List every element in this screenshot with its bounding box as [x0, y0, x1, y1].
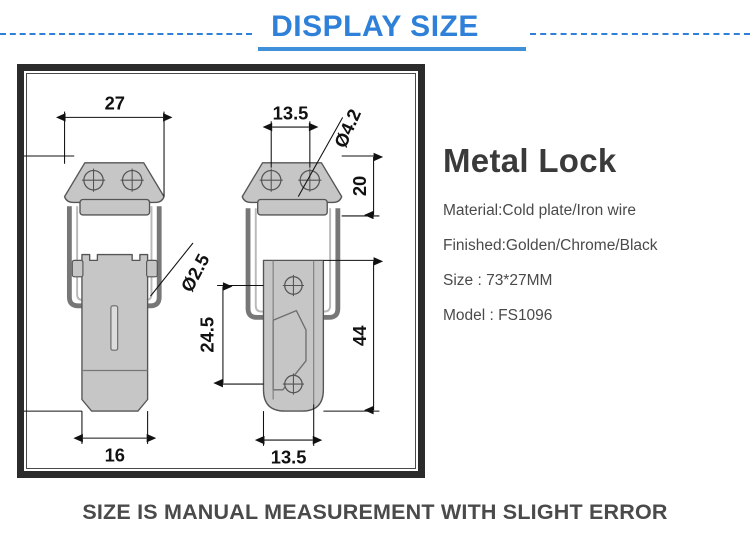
measurement-disclaimer: SIZE IS MANUAL MEASUREMENT WITH SLIGHT E…: [82, 500, 668, 524]
dim-right-hole-diameter: Ø4.2: [330, 106, 365, 151]
product-name: Metal Lock: [443, 142, 617, 179]
dim-right-height-top: 20: [349, 176, 370, 196]
header-dashed-rule-right: [530, 33, 750, 35]
dim-right-height-total: 44: [349, 325, 370, 346]
spec-finish: Finished:Golden/Chrome/Black: [443, 237, 658, 254]
technical-drawing-frame: 27 Ø2.5 16 24.5 13.5 Ø4.2 20 44 13.5: [17, 64, 425, 478]
title-underline: [258, 47, 526, 51]
left-latch-view: [63, 162, 165, 412]
product-info-panel: Metal Lock Material:Cold plate/Iron wire…: [443, 142, 743, 342]
dim-left-width-top: 27: [105, 93, 125, 114]
dim-left-width-bottom: 16: [105, 444, 125, 465]
page-title: DISPLAY SIZE: [271, 10, 479, 43]
dim-right-height-partial: 24.5: [196, 317, 217, 353]
header-dashed-rule-left: [0, 33, 252, 35]
latch-technical-drawing: 27 Ø2.5 16 24.5 13.5 Ø4.2 20 44 13.5: [24, 93, 384, 467]
right-latch-view: [241, 162, 343, 412]
spec-model: Model : FS1096: [443, 307, 553, 324]
dim-right-width-bottom: 13.5: [271, 446, 307, 467]
dim-right-hole-spacing: 13.5: [273, 102, 309, 123]
spec-size: Size : 73*27MM: [443, 272, 553, 289]
page-header: DISPLAY SIZE: [0, 0, 750, 58]
spec-material: Material:Cold plate/Iron wire: [443, 202, 636, 219]
